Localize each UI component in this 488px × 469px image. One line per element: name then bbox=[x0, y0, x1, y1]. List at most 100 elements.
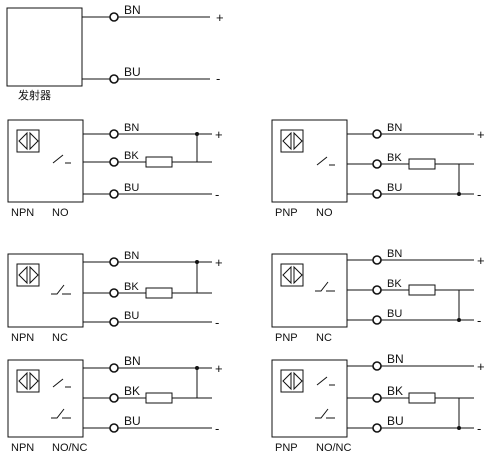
switch-nc-contact bbox=[315, 281, 329, 292]
output-type-label: NO/NC bbox=[52, 442, 88, 454]
sensor-symbol-right-wedge bbox=[29, 265, 39, 285]
junction-dot bbox=[457, 318, 461, 322]
emitter-box bbox=[6, 7, 83, 87]
terminal-bk bbox=[109, 393, 119, 403]
sensor-symbol-left-wedge bbox=[282, 371, 292, 391]
sensor-symbol-left-wedge bbox=[18, 131, 28, 151]
terminal-bk bbox=[372, 393, 382, 403]
wire-label-bu: BU bbox=[387, 182, 402, 194]
sensor-symbol-frame bbox=[280, 263, 304, 287]
output-type-label: NO bbox=[52, 207, 69, 219]
terminal-bu bbox=[372, 423, 382, 433]
terminal-bk bbox=[109, 157, 119, 167]
emitter-bu-terminal bbox=[109, 74, 119, 84]
sensor-symbol-frame bbox=[280, 129, 304, 153]
sensor-type-label: PNP bbox=[275, 442, 298, 454]
emitter-bn-terminal bbox=[109, 12, 119, 22]
junction-dot bbox=[457, 426, 461, 430]
sensor-symbol-right-wedge bbox=[293, 371, 303, 391]
minus-sign: - bbox=[215, 421, 219, 436]
junction-dot bbox=[195, 132, 199, 136]
load-resistor bbox=[408, 392, 436, 404]
wire-label-bn: BN bbox=[124, 250, 139, 262]
terminal-bn bbox=[109, 129, 119, 139]
emitter-block: BN BU + - 发射器 bbox=[6, 3, 224, 102]
sensor-symbol-left-wedge bbox=[282, 265, 292, 285]
terminal-bk bbox=[372, 285, 382, 295]
minus-sign: - bbox=[477, 421, 481, 436]
minus-sign: - bbox=[477, 187, 481, 202]
wire-label-bn: BN bbox=[387, 122, 402, 134]
wire-label-bn: BN bbox=[387, 248, 402, 260]
emitter-caption: 发射器 bbox=[18, 88, 51, 102]
switch-no-contact bbox=[52, 378, 64, 388]
sensor-block-npn-no: BN BK BU + - NPN NO bbox=[7, 119, 223, 219]
wire-label-bn: BN bbox=[124, 354, 141, 368]
terminal-bu bbox=[109, 189, 119, 199]
output-type-label: NO/NC bbox=[316, 442, 352, 454]
terminal-bk bbox=[109, 288, 119, 298]
wire-label-bn: BN bbox=[124, 122, 139, 134]
output-type-label: NC bbox=[52, 332, 68, 344]
terminal-bn bbox=[109, 363, 119, 373]
emitter-minus-sign: - bbox=[216, 71, 220, 86]
wire-label-bk: BK bbox=[124, 281, 139, 293]
sensor-symbol-frame bbox=[16, 263, 40, 287]
sensor-type-label: PNP bbox=[275, 332, 298, 344]
sensor-type-label: PNP bbox=[275, 207, 298, 219]
emitter-bn-label: BN bbox=[124, 3, 141, 17]
junction-dot bbox=[457, 192, 461, 196]
sensor-type-label: NPN bbox=[11, 332, 34, 344]
switch-nc-contact bbox=[315, 408, 329, 419]
wire-label-bk: BK bbox=[387, 278, 402, 290]
sensor-symbol-frame bbox=[16, 369, 40, 393]
output-type-label: NC bbox=[316, 332, 332, 344]
plus-sign: + bbox=[215, 361, 223, 376]
switch-nc-contact bbox=[51, 408, 65, 419]
sensor-symbol-right-wedge bbox=[29, 371, 39, 391]
wire-label-bu: BU bbox=[124, 414, 141, 428]
wire-label-bn: BN bbox=[387, 352, 404, 366]
terminal-bu bbox=[109, 423, 119, 433]
load-resistor bbox=[145, 156, 173, 168]
wire-label-bu: BU bbox=[124, 310, 139, 322]
wire-label-bk: BK bbox=[124, 150, 139, 162]
emitter-bu-label: BU bbox=[124, 65, 141, 79]
sensor-symbol-right-wedge bbox=[29, 131, 39, 151]
sensor-box bbox=[271, 359, 348, 438]
sensor-symbol-frame bbox=[280, 369, 304, 393]
switch-no-contact bbox=[52, 154, 64, 164]
load-resistor bbox=[408, 284, 436, 296]
sensor-box bbox=[7, 119, 84, 203]
wire-label-bk: BK bbox=[387, 384, 403, 398]
sensor-type-label: NPN bbox=[11, 207, 34, 219]
terminal-bu bbox=[372, 315, 382, 325]
terminal-bn bbox=[372, 361, 382, 371]
plus-sign: + bbox=[477, 359, 485, 374]
switch-no-contact bbox=[316, 376, 328, 386]
terminal-bn bbox=[372, 255, 382, 265]
sensor-symbol-frame bbox=[16, 129, 40, 153]
plus-sign: + bbox=[477, 253, 485, 268]
sensor-symbol-left-wedge bbox=[18, 371, 28, 391]
emitter-plus-sign: + bbox=[216, 10, 224, 25]
junction-dot bbox=[195, 366, 199, 370]
load-resistor bbox=[145, 287, 173, 299]
minus-sign: - bbox=[215, 315, 219, 330]
plus-sign: + bbox=[215, 127, 223, 142]
wire-label-bu: BU bbox=[124, 182, 139, 194]
terminal-bk bbox=[372, 159, 382, 169]
load-resistor bbox=[408, 158, 436, 170]
sensor-type-label: NPN bbox=[11, 442, 34, 454]
sensor-box bbox=[7, 253, 84, 328]
sensor-symbol-right-wedge bbox=[293, 265, 303, 285]
terminal-bn bbox=[372, 129, 382, 139]
wire-label-bk: BK bbox=[387, 152, 402, 164]
minus-sign: - bbox=[215, 187, 219, 202]
switch-nc-contact bbox=[51, 284, 65, 295]
